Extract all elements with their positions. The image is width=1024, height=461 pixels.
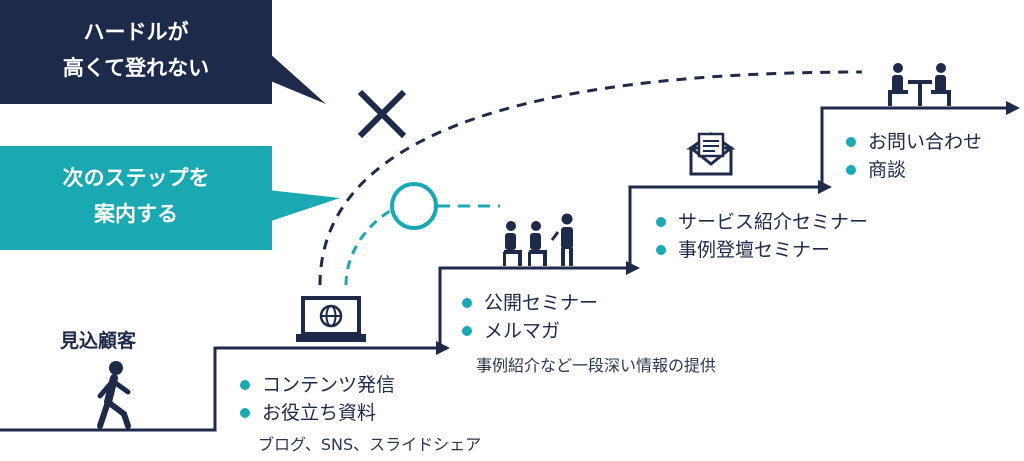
list-item: お問い合わせ bbox=[846, 128, 982, 156]
guide-callout-line-1: 次のステップを bbox=[62, 166, 210, 190]
circle-icon bbox=[390, 182, 438, 230]
step-1-item-1: コンテンツ発信 bbox=[262, 374, 396, 396]
step-3-item-2: 事例登壇セミナー bbox=[678, 239, 831, 261]
list-item: 事例登壇セミナー bbox=[656, 236, 868, 264]
list-item: サービス紹介セミナー bbox=[656, 208, 868, 236]
step-2-note: 事例紹介など一段深い情報の提供 bbox=[476, 356, 717, 375]
step-4-list: お問い合わせ 商談 bbox=[846, 128, 982, 184]
hurdle-callout-line-1: ハードルが bbox=[83, 20, 189, 44]
staircase-path bbox=[0, 106, 1010, 432]
step-arrow-2 bbox=[626, 261, 640, 275]
list-item: お役立ち資料 bbox=[240, 399, 395, 427]
list-item: コンテンツ発信 bbox=[240, 371, 395, 399]
step-1-item-2: お役立ち資料 bbox=[262, 402, 377, 424]
bullet-dot bbox=[846, 137, 856, 147]
walking-person-icon bbox=[97, 361, 131, 429]
guide-callout-line-2: 案内する bbox=[94, 202, 178, 226]
seminar-audience-icon bbox=[503, 213, 573, 266]
mail-envelope-icon bbox=[686, 132, 736, 176]
hurdle-callout-line-2: 高くて登れない bbox=[62, 56, 210, 80]
step-1-note: ブログ、SNS、スライドシェア bbox=[258, 435, 482, 454]
bullet-dot bbox=[462, 298, 472, 308]
blocked-path bbox=[318, 70, 863, 286]
step-4-item-2: 商談 bbox=[868, 159, 907, 181]
step-2-item-2: メルマガ bbox=[484, 320, 561, 342]
list-item: 商談 bbox=[846, 156, 982, 184]
hurdle-callout bbox=[0, 0, 272, 104]
guided-path bbox=[344, 208, 393, 286]
meeting-table-icon bbox=[888, 63, 951, 106]
step-4-item-1: お問い合わせ bbox=[868, 131, 983, 153]
bullet-dot bbox=[240, 408, 250, 418]
bullet-dot bbox=[240, 380, 250, 390]
step-3-list: サービス紹介セミナー 事例登壇セミナー bbox=[656, 208, 868, 264]
bullet-dot bbox=[656, 217, 666, 227]
list-item: メルマガ bbox=[462, 317, 598, 345]
guide-callout bbox=[0, 146, 272, 250]
hurdle-callout-text: ハードルが 高くて登れない bbox=[0, 14, 272, 86]
step-2-list: 公開セミナー メルマガ bbox=[462, 289, 598, 345]
hurdle-callout-pointer bbox=[268, 52, 326, 104]
step-arrow-1 bbox=[436, 341, 450, 355]
cross-icon bbox=[357, 89, 407, 139]
step-arrow-4 bbox=[1006, 101, 1020, 115]
bullet-dot bbox=[656, 245, 666, 255]
step-3-item-1: サービス紹介セミナー bbox=[678, 211, 869, 233]
step-arrow-3 bbox=[818, 180, 832, 194]
step-2-item-1: 公開セミナー bbox=[484, 292, 599, 314]
guide-callout-text: 次のステップを 案内する bbox=[0, 160, 272, 232]
step-1-list: コンテンツ発信 お役立ち資料 bbox=[240, 371, 395, 427]
bullet-dot bbox=[462, 326, 472, 336]
laptop-globe-icon bbox=[296, 296, 366, 342]
bullet-dot bbox=[846, 165, 856, 175]
prospect-label: 見込顧客 bbox=[60, 330, 137, 352]
guide-callout-pointer bbox=[268, 190, 340, 222]
list-item: 公開セミナー bbox=[462, 289, 598, 317]
